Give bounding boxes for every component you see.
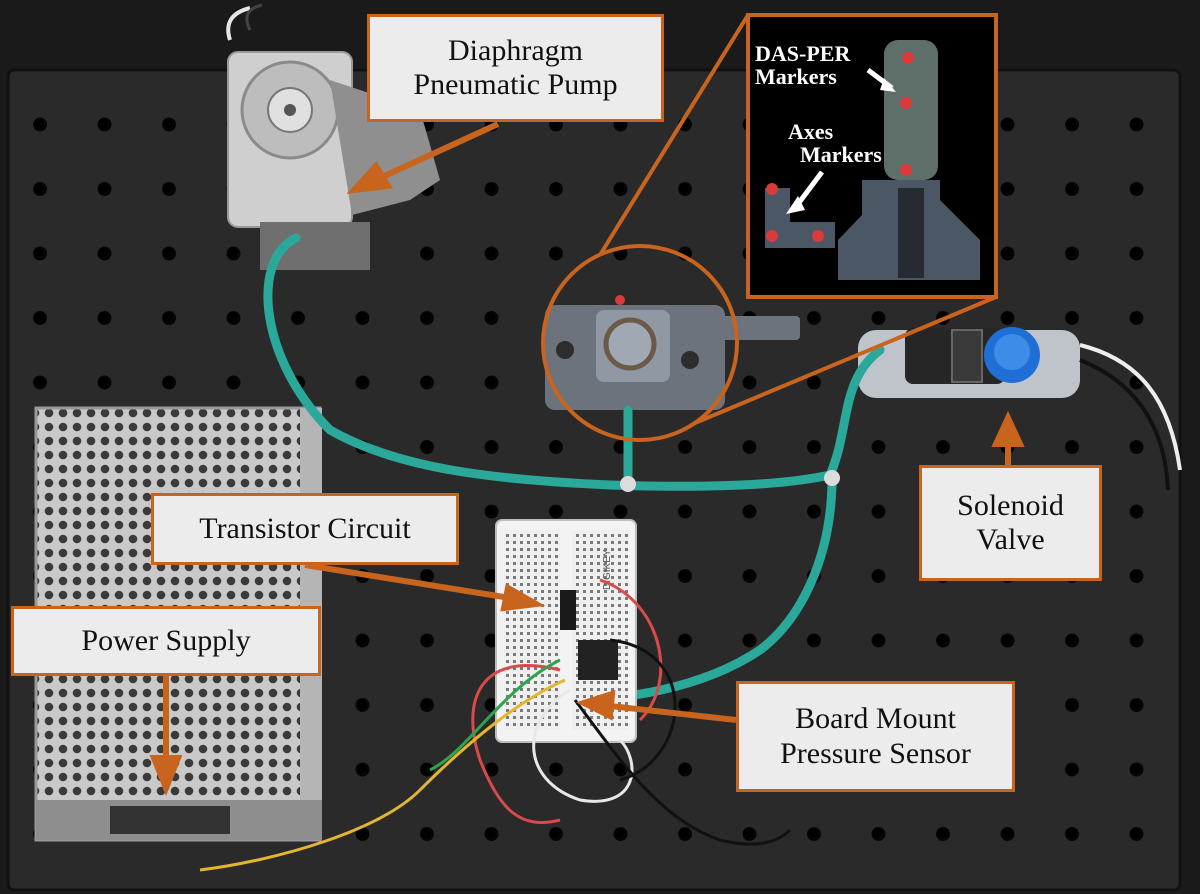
zoom-callout bbox=[541, 13, 997, 442]
wiring bbox=[199, 578, 792, 872]
diaphragm-pump bbox=[226, 3, 440, 270]
solenoid-valve-label: Solenoid Valve bbox=[919, 465, 1102, 581]
axes-markers-line-1: Axes bbox=[788, 119, 834, 144]
solenoid-valve-line-1: Solenoid bbox=[957, 488, 1064, 522]
pressure-sensor-line-2: Pressure Sensor bbox=[780, 736, 971, 770]
pressure-sensor-label: Board Mount Pressure Sensor bbox=[736, 681, 1015, 792]
power-supply-text: Power Supply bbox=[81, 623, 251, 657]
transistor-circuit-text: Transistor Circuit bbox=[199, 511, 411, 545]
prototyping-breadboard: DIGIKEY bbox=[495, 519, 637, 743]
callout-arrows bbox=[149, 121, 1025, 797]
axes-markers-line-2: Markers bbox=[800, 142, 882, 168]
pressure-sensor-line-1: Board Mount bbox=[795, 702, 956, 735]
pump-label-line-1: Diaphragm bbox=[448, 33, 583, 67]
transistor-circuit-label: Transistor Circuit bbox=[151, 493, 459, 565]
pump-label: Diaphragm Pneumatic Pump bbox=[367, 14, 664, 122]
pump-label-line-2: Pneumatic Pump bbox=[413, 68, 618, 101]
inset-zoom bbox=[746, 13, 998, 299]
das-per-markers-label: DAS-PER Markers bbox=[755, 42, 850, 88]
solenoid-valve-line-2: Valve bbox=[976, 523, 1045, 556]
breadboard-brand-text: DIGIKEY bbox=[602, 549, 613, 590]
solenoid-valve bbox=[858, 327, 1182, 491]
reflective-markers bbox=[766, 52, 914, 242]
das-per-markers-line-2: Markers bbox=[755, 64, 837, 90]
das-per-device bbox=[545, 295, 800, 410]
axes-markers-label: Axes Markers bbox=[772, 120, 882, 166]
power-supply-label: Power Supply bbox=[11, 606, 321, 676]
das-per-markers-line-1: DAS-PER bbox=[755, 41, 851, 66]
